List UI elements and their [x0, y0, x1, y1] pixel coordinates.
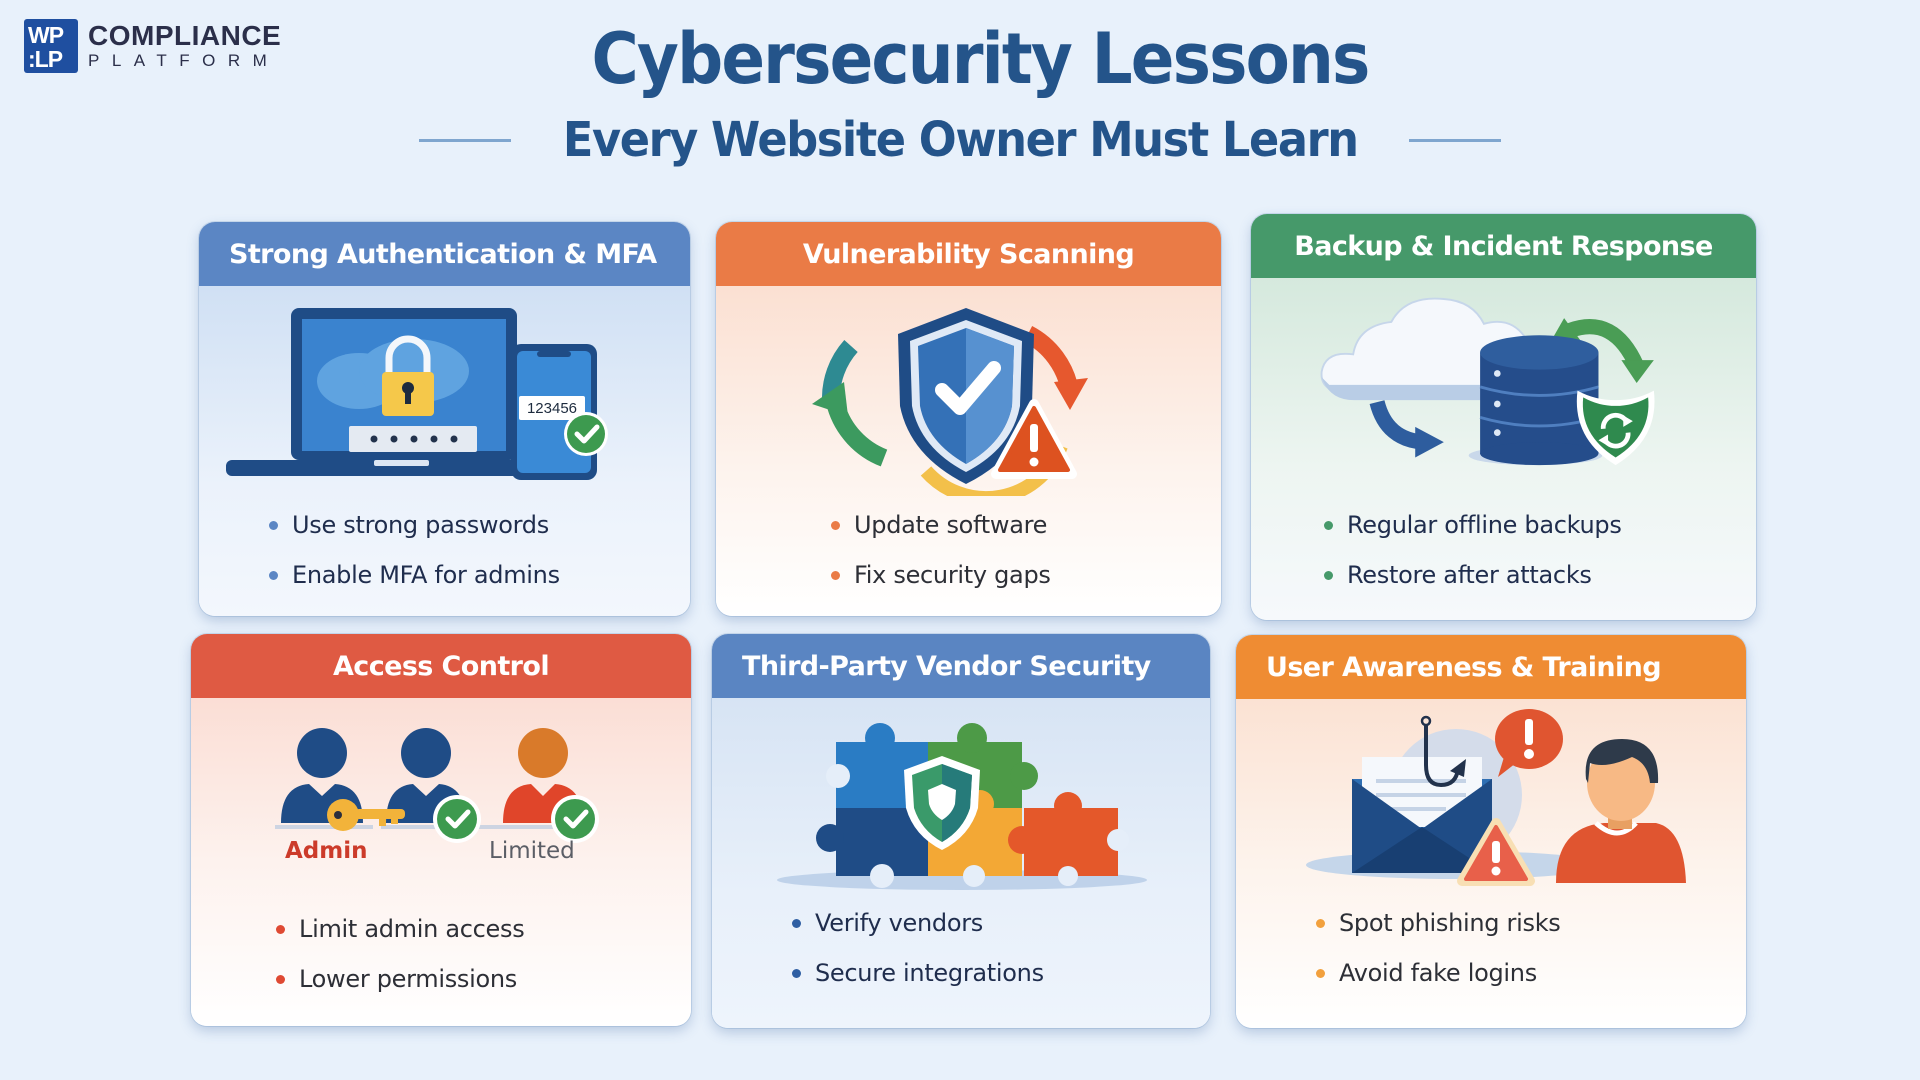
bullet-dot-icon	[831, 520, 840, 530]
bullet-item: Secure integrations	[792, 948, 1044, 998]
bullet-item: Restore after attacks	[1324, 550, 1622, 600]
page-title: Cybersecurity Lessons	[591, 18, 1371, 100]
password-field-icon	[349, 426, 477, 452]
divider-right	[1409, 138, 1502, 142]
bullet-dot-icon	[1316, 968, 1325, 978]
bullet-item: Fix security gaps	[831, 550, 1051, 600]
smartphone-icon: 123456	[511, 344, 597, 480]
bullet-dot-icon	[276, 924, 285, 934]
divider-left	[418, 138, 511, 142]
bullet-list: Update software Fix security gaps	[831, 500, 1051, 600]
card-title: Backup & Incident Response	[1251, 214, 1756, 278]
access-control-illustration	[275, 728, 599, 843]
card-vulnerability-scanning: Vulnerability Scanning	[716, 222, 1221, 616]
logo-mark-line2: :LP	[28, 46, 63, 72]
bullet-list: Verify vendors Secure integrations	[792, 898, 1044, 998]
svg-text:123456: 123456	[527, 400, 577, 417]
logo-mark: WP :LP	[24, 19, 78, 73]
bullet-dot-icon	[269, 570, 278, 580]
card-title: Access Control	[191, 634, 691, 698]
warning-triangle-icon	[1457, 818, 1535, 886]
phishing-awareness-illustration	[1306, 709, 1686, 886]
bullet-item: Enable MFA for admins	[269, 550, 560, 600]
bullet-dot-icon	[792, 968, 801, 978]
card-user-awareness-training: User Awareness & Training	[1236, 635, 1746, 1028]
brand-logo: WP :LP COMPLIANCE PLATFORM	[24, 19, 281, 73]
person-icon	[1556, 739, 1686, 883]
phishing-email-icon	[1352, 757, 1492, 873]
admin-user-icon	[281, 728, 363, 823]
logo-mark-line1: WP	[28, 22, 64, 48]
backup-illustration	[1320, 297, 1655, 466]
subtitle-row: Every Website Owner Must Learn	[0, 112, 1920, 168]
card-backup-incident-response: Backup & Incident Response	[1251, 214, 1756, 620]
check-badge-icon	[433, 795, 481, 843]
bullet-dot-icon	[831, 570, 840, 580]
role-label-admin: Admin	[285, 838, 368, 864]
role-label-limited: Limited	[489, 838, 575, 864]
bullet-dot-icon	[1324, 570, 1333, 580]
bullet-item: Limit admin access	[276, 904, 525, 954]
card-title: User Awareness & Training	[1236, 635, 1746, 699]
bullet-list: Use strong passwords Enable MFA for admi…	[269, 500, 560, 600]
bullet-list: Spot phishing risks Avoid fake logins	[1316, 898, 1561, 998]
bullet-item: Lower permissions	[276, 954, 524, 1004]
card-title: Strong Authentication & MFA	[199, 222, 690, 286]
shield-restore-icon	[1576, 390, 1655, 466]
bullet-list: Limit admin access Lower permissions	[276, 904, 525, 1004]
bullet-item: Update software	[831, 500, 1051, 550]
bullet-dot-icon	[1324, 520, 1333, 530]
bullet-item: Avoid fake logins	[1316, 948, 1561, 998]
bullet-list: Regular offline backups Restore after at…	[1324, 500, 1622, 600]
fish-hook-icon	[1420, 715, 1466, 788]
shield-check-icon	[898, 308, 1034, 484]
card-title: Vulnerability Scanning	[716, 222, 1221, 286]
check-badge-icon	[551, 795, 599, 843]
alert-bubble-icon	[1495, 709, 1563, 777]
bullet-dot-icon	[1316, 918, 1325, 928]
card-title: Third-Party Vendor Security	[712, 634, 1210, 698]
vulnerability-illustration	[812, 308, 1088, 496]
bullet-item: Use strong passwords	[269, 500, 560, 550]
logo-name: COMPLIANCE	[88, 20, 282, 51]
card-strong-authentication: Strong Authentication & MFA	[199, 222, 690, 616]
card-access-control: Access Control	[191, 634, 691, 1026]
logo-text: COMPLIANCE PLATFORM	[88, 21, 281, 71]
bullet-item: Regular offline backups	[1324, 500, 1622, 550]
logo-tagline: PLATFORM	[88, 51, 280, 70]
page-subtitle: Every Website Owner Must Learn	[562, 112, 1359, 168]
padlock-icon	[382, 335, 434, 416]
bullet-dot-icon	[276, 974, 285, 984]
check-badge-icon	[564, 412, 608, 456]
shield-icon	[904, 756, 980, 850]
bullet-item: Spot phishing risks	[1316, 898, 1561, 948]
puzzle-pieces-icon	[816, 723, 1129, 888]
bullet-item: Verify vendors	[792, 898, 1044, 948]
bullet-dot-icon	[792, 918, 801, 928]
laptop-mfa-illustration: 123456	[226, 308, 608, 480]
bullet-dot-icon	[269, 520, 278, 530]
vendor-puzzle-illustration	[777, 723, 1147, 890]
warning-triangle-icon	[991, 399, 1077, 479]
key-icon	[327, 799, 405, 831]
card-third-party-vendor-security: Third-Party Vendor Security	[712, 634, 1210, 1028]
